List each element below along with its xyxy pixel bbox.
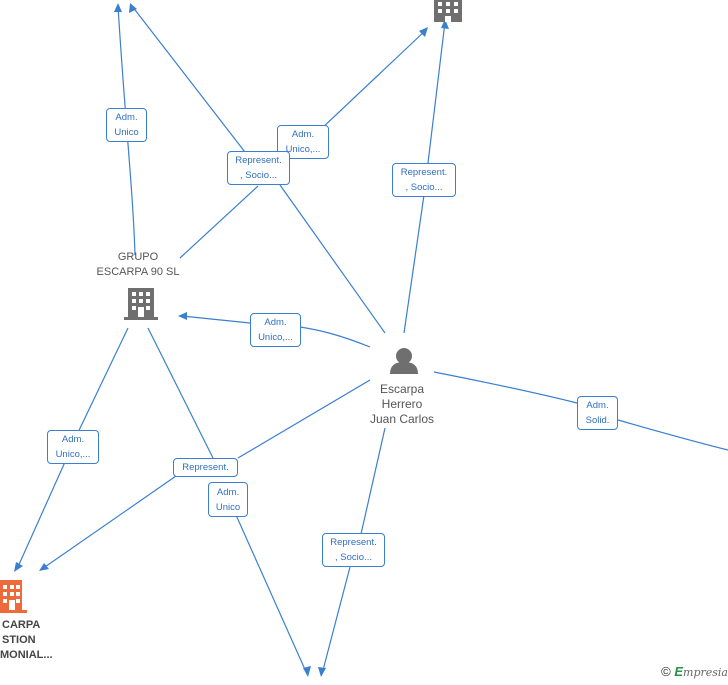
edge-rep-up-left [131,5,256,166]
node-label-line: MONIAL... [0,649,53,661]
grupo-building-icon[interactable] [124,288,158,320]
edge-rep-to-person [279,184,386,334]
top-building-icon[interactable] [434,0,462,22]
edge-label-line: Solid. [585,415,610,426]
empresia-logo-initial: E [674,664,684,679]
edge-label-line: Adm. [115,112,138,123]
edge-person-to-grupo [181,315,371,348]
arrow-head [303,666,311,677]
edge-label-represent[interactable]: Represent. [173,458,238,477]
edge-label-line: Represent. [400,167,448,178]
edge-label-represent-socio[interactable]: Represent. , Socio... [392,163,456,197]
edge-label-line: Unico [215,502,241,513]
node-label-line: ESCARPA 90 SL [96,266,180,278]
node-label-line: Escarpa [379,382,425,396]
person-icon[interactable] [390,348,418,374]
edge-grupo-up-left [117,5,136,256]
edge-label-adm-unico[interactable]: Adm. Unico [106,108,147,142]
arrow-head [129,3,137,13]
edge-label-adm-unico[interactable]: Adm. Unico,... [250,313,301,347]
edge-label-line: Adm. [216,487,240,498]
node-label-line: GRUPO [117,251,159,263]
edge-label-line: Unico,... [55,449,91,460]
edge-label-line: Unico,... [285,144,321,155]
edge-label-line: Unico,... [258,332,293,343]
edge-grupo-to-escarpa [16,327,129,570]
edge-label-line: Adm. [291,129,315,140]
edge-label-line: , Socio... [405,182,443,193]
arrow-head [114,3,122,12]
edge-label-represent-socio[interactable]: Represent. , Socio... [322,533,385,567]
arrow-head [178,312,187,320]
edge-grupo-to-bottom [147,327,308,675]
edge-grupo-to-top-building [179,29,427,259]
arrow-head [14,562,23,572]
edge-label-adm-unico[interactable]: Adm. Unico,... [47,430,99,464]
edge-label-represent-socio[interactable]: Represent. , Socio... [227,151,290,185]
escarpa-gestion-node-label[interactable]: CARPA STION MONIAL... [0,618,60,663]
edge-label-line: Unico [114,127,139,138]
arrow-head [441,19,449,29]
empresia-logo-text: mpresia [683,666,728,679]
arrow-head [318,667,326,677]
edge-label-line: Represent. [235,155,282,166]
edge-person-to-bottom [321,427,386,675]
edge-label-line: Adm. [586,400,609,411]
node-label-line: Herrero [381,397,423,411]
edge-person-to-right [433,371,728,451]
edge-person-to-top-building [403,21,446,334]
escarpa-gestion-building-icon[interactable] [0,580,27,613]
grupo-node-label[interactable]: GRUPO ESCARPA 90 SL [88,250,188,280]
edge-label-adm-solid[interactable]: Adm. Solid. [577,396,618,430]
edge-label-line: , Socio... [240,170,277,181]
arrow-head [419,27,428,37]
edge-label-line: , Socio... [335,552,372,563]
node-label-line: CARPA [2,619,41,631]
edge-label-line: Represent. [182,462,229,473]
edge-label-line: Represent. [330,537,377,548]
node-label-line: Juan Carlos [369,412,435,426]
node-label-line: STION [2,634,36,646]
edge-person-to-escarpa [41,379,371,570]
copyright-symbol: © [661,664,671,679]
edge-label-line: Adm. [61,434,85,445]
edge-label-adm-unico[interactable]: Adm. Unico [208,482,248,517]
person-node-label[interactable]: Escarpa Herrero Juan Carlos [352,382,452,427]
empresia-credit: © Empresia [661,664,728,679]
arrow-head [39,563,49,571]
edge-label-line: Adm. [264,317,287,328]
